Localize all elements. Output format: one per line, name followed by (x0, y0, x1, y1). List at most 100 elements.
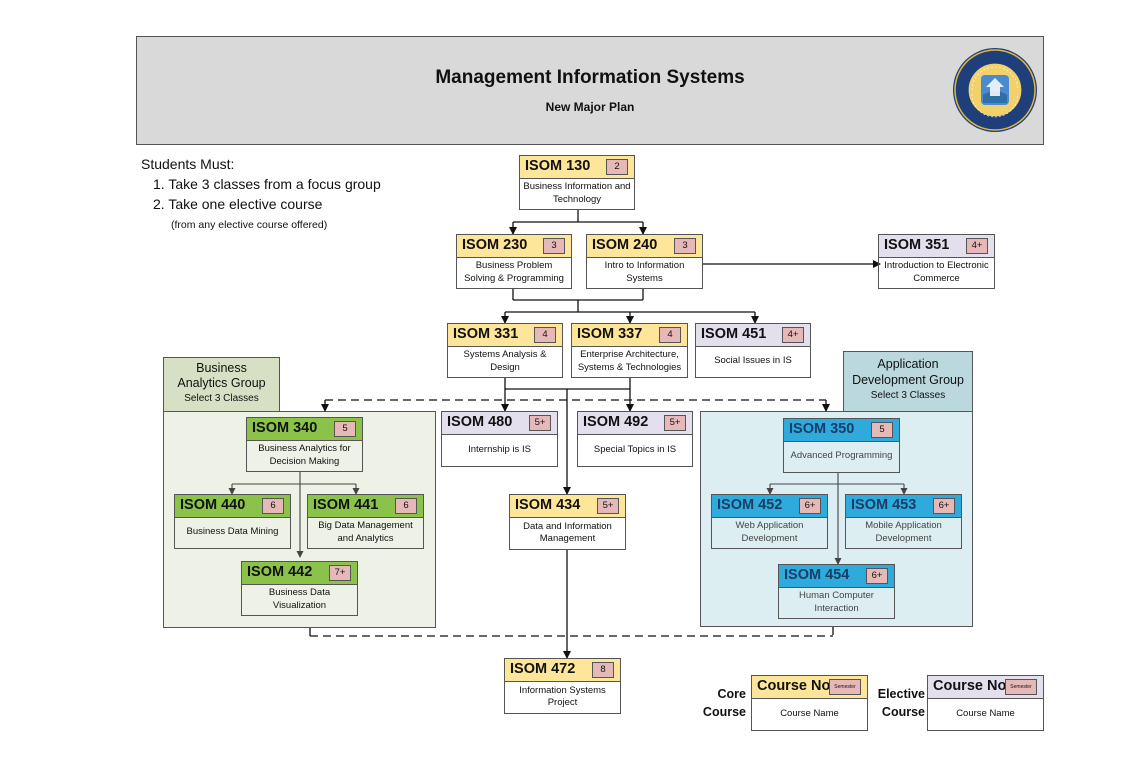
course-code: ISOM 472 (510, 661, 576, 677)
university-logo (952, 47, 1038, 133)
course-name: Intro to Information Systems (604, 260, 685, 284)
notes-heading: Students Must: (141, 156, 235, 172)
course-isom-331[interactable]: ISOM 331 4 Systems Analysis & Design (447, 323, 563, 378)
ba-label-sub: Select 3 Classes (184, 393, 259, 404)
course-isom-442[interactable]: ISOM 442 7+ Business Data Visualization (241, 561, 358, 616)
course-name: Business Data Visualization (268, 587, 331, 611)
course-header (247, 418, 362, 441)
course-isom-351[interactable]: ISOM 351 4+ Introduction to Electronic C… (878, 234, 995, 289)
ad-label-line1: Application (877, 357, 939, 371)
course-name: Course Name (780, 707, 839, 719)
app-dev-group-label: Application Development Group Select 3 C… (843, 351, 973, 412)
course-code: ISOM 442 (247, 564, 313, 580)
course-header (510, 495, 625, 518)
course-name: Web Application Development (735, 520, 804, 544)
course-name: Advanced Programming (790, 450, 893, 462)
course-code: ISOM 492 (583, 414, 649, 430)
course-name: Business Data Mining (186, 526, 279, 538)
course-name: Big Data Management and Analytics (318, 520, 413, 544)
course-code: ISOM 453 (851, 497, 917, 513)
semester-badge: 4 (659, 327, 681, 343)
course-code: ISOM 441 (313, 497, 379, 513)
legend-elective-label-2: Course (881, 705, 925, 719)
semester-badge: 8 (592, 662, 614, 678)
course-code: ISOM 240 (592, 237, 658, 253)
ba-label-line1: Business (196, 361, 247, 375)
course-isom-441[interactable]: ISOM 441 6 Big Data Management and Analy… (307, 494, 424, 549)
course-header (696, 324, 810, 347)
semester-badge: 5+ (664, 415, 686, 431)
course-code: ISOM 454 (784, 567, 850, 583)
requirements-notes: Students Must: 1. Take 3 classes from a … (141, 154, 381, 236)
course-isom-472[interactable]: ISOM 472 8 Information Systems Project (504, 658, 621, 714)
course-header (448, 324, 562, 347)
page-title: Management Information Systems (435, 67, 745, 88)
course-name: Mobile Application Development (865, 520, 942, 544)
semester-badge: 6+ (799, 498, 821, 514)
course-name: Enterprise Architecture, Systems & Techn… (577, 349, 682, 373)
course-header (879, 235, 994, 258)
semester-badge: Semester (1005, 679, 1037, 695)
course-header (505, 659, 620, 682)
course-code: Course No. (933, 678, 1011, 694)
semester-badge: 5+ (597, 498, 619, 514)
course-header (242, 562, 357, 585)
course-isom-350[interactable]: ISOM 350 5 Advanced Programming (783, 418, 900, 473)
semester-badge: 6+ (866, 568, 888, 584)
legend-elective-course: Course No. Semester Course Name (927, 675, 1044, 731)
course-isom-240[interactable]: ISOM 240 3 Intro to Information Systems (586, 234, 703, 289)
course-code: ISOM 434 (515, 497, 581, 513)
course-isom-452[interactable]: ISOM 452 6+ Web Application Development (711, 494, 828, 549)
course-header (587, 235, 702, 258)
course-isom-340[interactable]: ISOM 340 5 Business Analytics for Decisi… (246, 417, 363, 472)
course-name: Human Computer Interaction (799, 590, 874, 614)
course-isom-230[interactable]: ISOM 230 3 Business Problem Solving & Pr… (456, 234, 572, 289)
course-code: ISOM 452 (717, 497, 783, 513)
course-isom-337[interactable]: ISOM 337 4 Enterprise Architecture, Syst… (571, 323, 688, 378)
semester-badge: 3 (674, 238, 696, 254)
legend-elective-label-1: Elective (877, 687, 925, 701)
semester-badge: 7+ (329, 565, 351, 581)
ba-label-line2: Analytics Group (177, 376, 266, 390)
semester-badge: 4+ (782, 327, 804, 343)
course-name: Business Problem Solving & Programming (464, 260, 564, 284)
legend-core-label: Core Course (698, 685, 746, 721)
course-isom-454[interactable]: ISOM 454 6+ Human Computer Interaction (778, 564, 895, 619)
legend-core-label-1: Core (717, 687, 746, 701)
course-name: Systems Analysis & Design (463, 349, 547, 373)
course-code: ISOM 440 (180, 497, 246, 513)
course-code: ISOM 350 (789, 421, 855, 437)
course-header (779, 565, 894, 588)
ad-label-line2: Development Group (852, 373, 964, 387)
course-name: Introduction to Electronic Commerce (884, 260, 989, 284)
semester-badge: Semester (829, 679, 861, 695)
course-code: ISOM 331 (453, 326, 519, 342)
course-header (308, 495, 423, 518)
legend-core-course: Course No. Semester Course Name (751, 675, 868, 731)
rule-2: 2. Take one elective course (153, 196, 323, 212)
course-isom-453[interactable]: ISOM 453 6+ Mobile Application Developme… (845, 494, 962, 549)
course-isom-440[interactable]: ISOM 440 6 Business Data Mining (174, 494, 291, 549)
course-isom-492[interactable]: ISOM 492 5+ Special Topics in IS (577, 411, 693, 467)
semester-badge: 2 (606, 159, 628, 175)
course-code: ISOM 451 (701, 326, 767, 342)
semester-badge: 5 (871, 422, 893, 438)
course-header (520, 156, 634, 179)
legend-core-label-2: Course (702, 705, 746, 719)
course-name: Business Information and Technology (523, 181, 631, 205)
course-name: Business Analytics for Decision Making (258, 443, 351, 467)
course-isom-130[interactable]: ISOM 130 2 Business Information and Tech… (519, 155, 635, 210)
course-isom-451[interactable]: ISOM 451 4+ Social Issues in IS (695, 323, 811, 378)
semester-badge: 6 (262, 498, 284, 514)
course-code: ISOM 337 (577, 326, 643, 342)
app-dev-group-box (700, 411, 973, 627)
course-code: ISOM 130 (525, 158, 591, 174)
semester-badge: 6+ (933, 498, 955, 514)
course-isom-434[interactable]: ISOM 434 5+ Data and Information Managem… (509, 494, 626, 550)
semester-badge: 4+ (966, 238, 988, 254)
course-isom-480[interactable]: ISOM 480 5+ Internship is IS (441, 411, 558, 467)
course-name: Special Topics in IS (593, 443, 677, 455)
semester-badge: 6 (395, 498, 417, 514)
course-name: Social Issues in IS (714, 355, 792, 367)
